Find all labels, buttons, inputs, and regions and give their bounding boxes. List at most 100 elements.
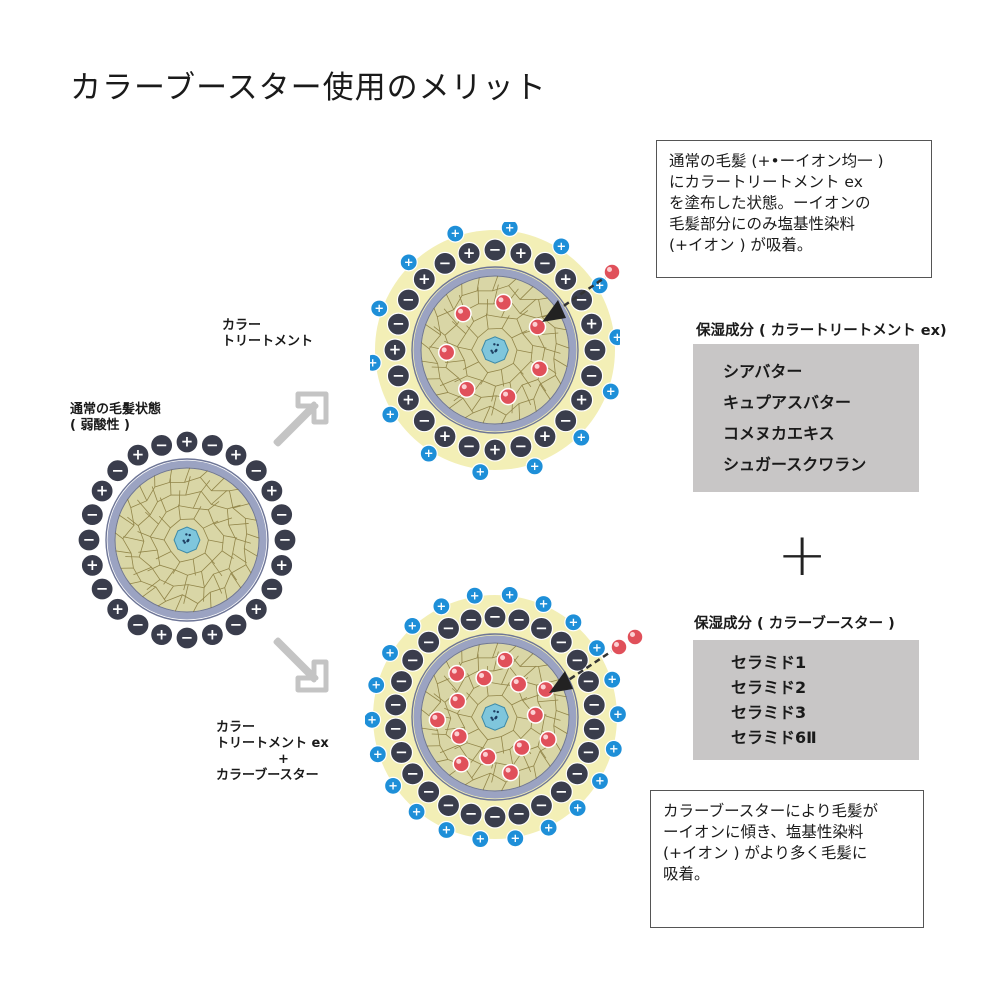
cuticle-inner [114,467,260,613]
cell-wall [537,746,547,759]
hair-cross-section-treatment: −+−+−+−−+−+−+−+−+−+−−+−+++++++++++++++ [370,222,620,482]
page-title: カラーブースター使用のメリット [70,70,547,106]
cell-wall [232,503,250,509]
surface-ion: + [533,425,557,449]
cell-wall [501,682,510,696]
cell-wall [471,397,482,412]
ion-circle [386,364,411,388]
ingredient: セラミド1 [731,653,807,672]
label-line: カラーブースター [216,768,319,783]
hair-cross-section-normal: +−+−+−−+−+−+−+−+−+−−+−+− [77,430,297,650]
ion-sign: + [111,600,123,618]
surface-ion: − [401,762,425,786]
medulla-dot [493,710,496,713]
ion-sign: + [575,391,587,409]
ion-circle [582,693,606,717]
surface-ion: − [386,312,411,336]
ion-sign: + [539,597,549,611]
cell-wall [544,715,561,721]
ion-circle [601,382,620,401]
surface-ion: − [436,793,461,818]
dye-molecule [428,711,447,729]
cell-wall [147,564,161,572]
ion-circle [417,630,441,654]
ion-circle [533,425,557,449]
note-line: 通常の毛髪 (+•ーイオン均一 ) [669,152,884,170]
ion-circle [565,762,589,786]
cell-wall [151,486,158,502]
ion-circle [270,553,294,577]
cell-wall [123,536,144,542]
ion-sign: − [390,696,402,714]
ion-sign: − [559,411,571,429]
dye-highlight [482,751,488,757]
cell-wall [454,375,468,383]
dye-ion: + [419,444,438,463]
dye-ion: + [603,670,622,689]
label-treatment: カラー トリートメント [222,318,313,350]
surface-ion: − [175,626,199,650]
dye-ion: + [370,353,382,372]
ion-circle [587,639,607,658]
label-line: トリートメント [222,334,314,349]
cell-wall [228,523,249,526]
label-line: カラー [216,720,256,735]
dye-highlight [500,655,506,661]
ion-sign: + [424,446,434,460]
ion-sign: − [155,436,167,454]
ion-sign: + [418,270,430,288]
ion-sign: + [576,430,586,444]
ion-circle [509,241,533,266]
ion-circle [608,328,620,347]
dye-molecule [496,651,514,669]
surface-ion: − [273,528,297,552]
cell-wall [443,675,458,692]
cell-wall [227,504,241,510]
surface-ion: − [436,616,461,641]
ion-sign: + [388,778,398,792]
cuticle-inner [420,642,570,792]
dye-molecule [526,706,545,724]
dye-highlight [461,384,467,390]
ion-circle [381,405,400,424]
dye-highlight [614,642,619,647]
incoming-dye [603,263,620,281]
ion-circle [583,338,607,362]
dye-highlight [505,767,511,773]
cell-wall [501,667,510,685]
ion-sign: + [86,556,98,574]
surface-ion: − [483,805,507,829]
cell-wall [556,343,570,349]
cell-wall [516,349,533,354]
surface-ion: − [583,338,607,362]
ion-circle [471,463,490,482]
ion-circle [273,528,297,552]
ion-circle [412,409,436,433]
surface-ion: − [549,630,573,654]
dye-highlight [516,742,522,748]
cell-wall [537,379,547,392]
ion-sign: − [489,608,501,626]
ion-circle [500,222,519,237]
cell-wall [522,693,542,701]
dye-ion: + [587,639,607,658]
surface-ion: − [260,577,284,601]
ion-sign: + [505,587,515,601]
medulla [481,703,509,731]
ion-circle [579,312,604,336]
ion-circle [525,457,544,476]
note-line: 毛髪部分にのみ塩基性染料 [669,215,856,233]
dye-ion: + [552,237,571,256]
cell-wall [118,514,135,526]
cuticle-outer [411,266,579,434]
surface-ion: − [396,288,420,312]
medulla-dot [496,710,499,714]
ion-sign: − [250,461,262,479]
cell-wall [464,412,474,419]
ion-circle [552,237,571,256]
cell-wall [537,699,559,703]
dye-ion: + [437,820,456,840]
ion-sign: + [559,270,571,288]
cuticle-outer [411,633,579,801]
cell-wall [433,326,446,336]
